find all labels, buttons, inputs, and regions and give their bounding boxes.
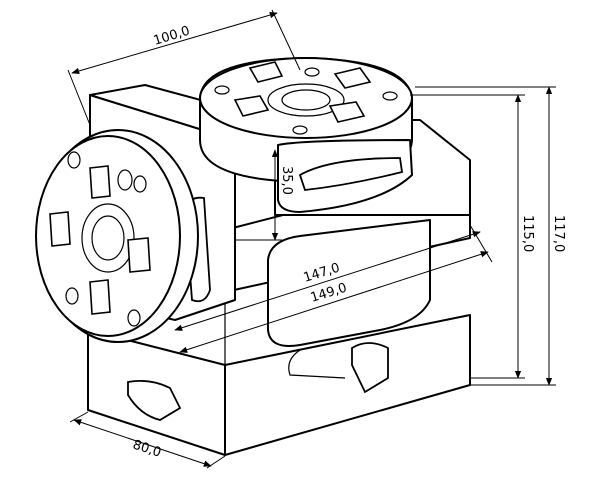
dim-height-offset: 35,0 <box>279 166 294 195</box>
top-pad-3 <box>233 95 270 117</box>
top-pad-2 <box>333 67 372 89</box>
front-pad-1 <box>89 165 111 199</box>
top-hole-4 <box>304 67 320 77</box>
top-rotary-plate <box>199 57 413 213</box>
front-hole-2 <box>133 175 147 193</box>
side-window <box>267 219 431 347</box>
front-pad-3 <box>127 237 151 273</box>
front-hole-1 <box>67 151 81 169</box>
front-slot <box>127 379 182 421</box>
top-hole-1 <box>214 85 230 95</box>
front-rotary-plate <box>35 129 199 343</box>
dim-top-width: 100,0 <box>152 24 192 49</box>
front-hole-4 <box>127 309 141 327</box>
front-hole-3 <box>65 287 79 305</box>
front-pad-2 <box>49 211 71 247</box>
dim-base-depth: 80,0 <box>131 438 163 461</box>
top-hole-3 <box>292 125 308 135</box>
top-hole-2 <box>382 91 398 101</box>
dim-outer-height: 117,0 <box>551 215 566 252</box>
front-pad-4 <box>89 279 111 315</box>
top-pad-4 <box>328 101 366 123</box>
dim-inner-height: 115,0 <box>520 215 535 252</box>
front-hole-5 <box>117 169 133 191</box>
dimension-lines <box>67 9 556 469</box>
